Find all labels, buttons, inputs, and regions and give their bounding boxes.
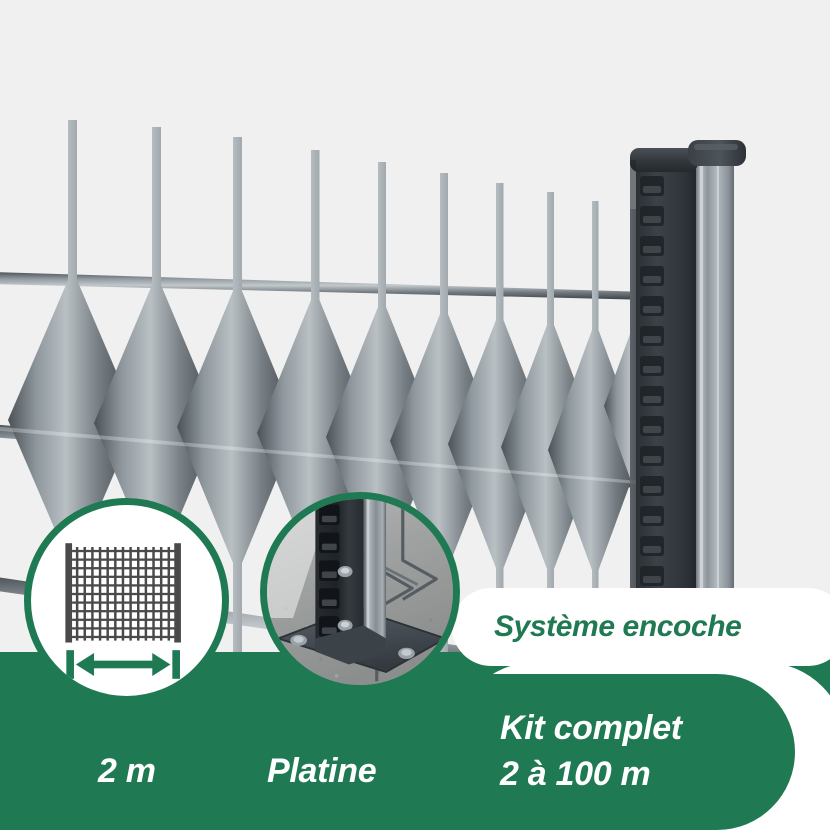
pill-systeme-encoche: Système encoche [452, 588, 830, 666]
fence-panel-width-icon [65, 543, 181, 679]
pill-kit-complet-line2: 2 à 100 m [500, 755, 651, 793]
bend-highlights [0, 426, 650, 485]
width-arrow-icon [66, 650, 180, 679]
pill-kit-complet: Kit complet 2 à 100 m [430, 674, 795, 830]
badge-mounting-platine-label: Platine [267, 752, 377, 790]
badge-mounting-platine [260, 492, 460, 692]
badge-panel-width [24, 498, 229, 703]
post-cap-rear [630, 148, 698, 172]
anchor-bolts [290, 634, 415, 659]
clamp-bolts [337, 565, 353, 632]
pill-kit-complet-line1: Kit complet [500, 709, 682, 748]
fence-post [630, 140, 746, 622]
badge-panel-width-label: 2 m [98, 752, 156, 790]
pill-systeme-encoche-label: Système encoche [494, 610, 742, 643]
post-base-plate-photo [267, 499, 453, 685]
post-cap [688, 140, 746, 166]
